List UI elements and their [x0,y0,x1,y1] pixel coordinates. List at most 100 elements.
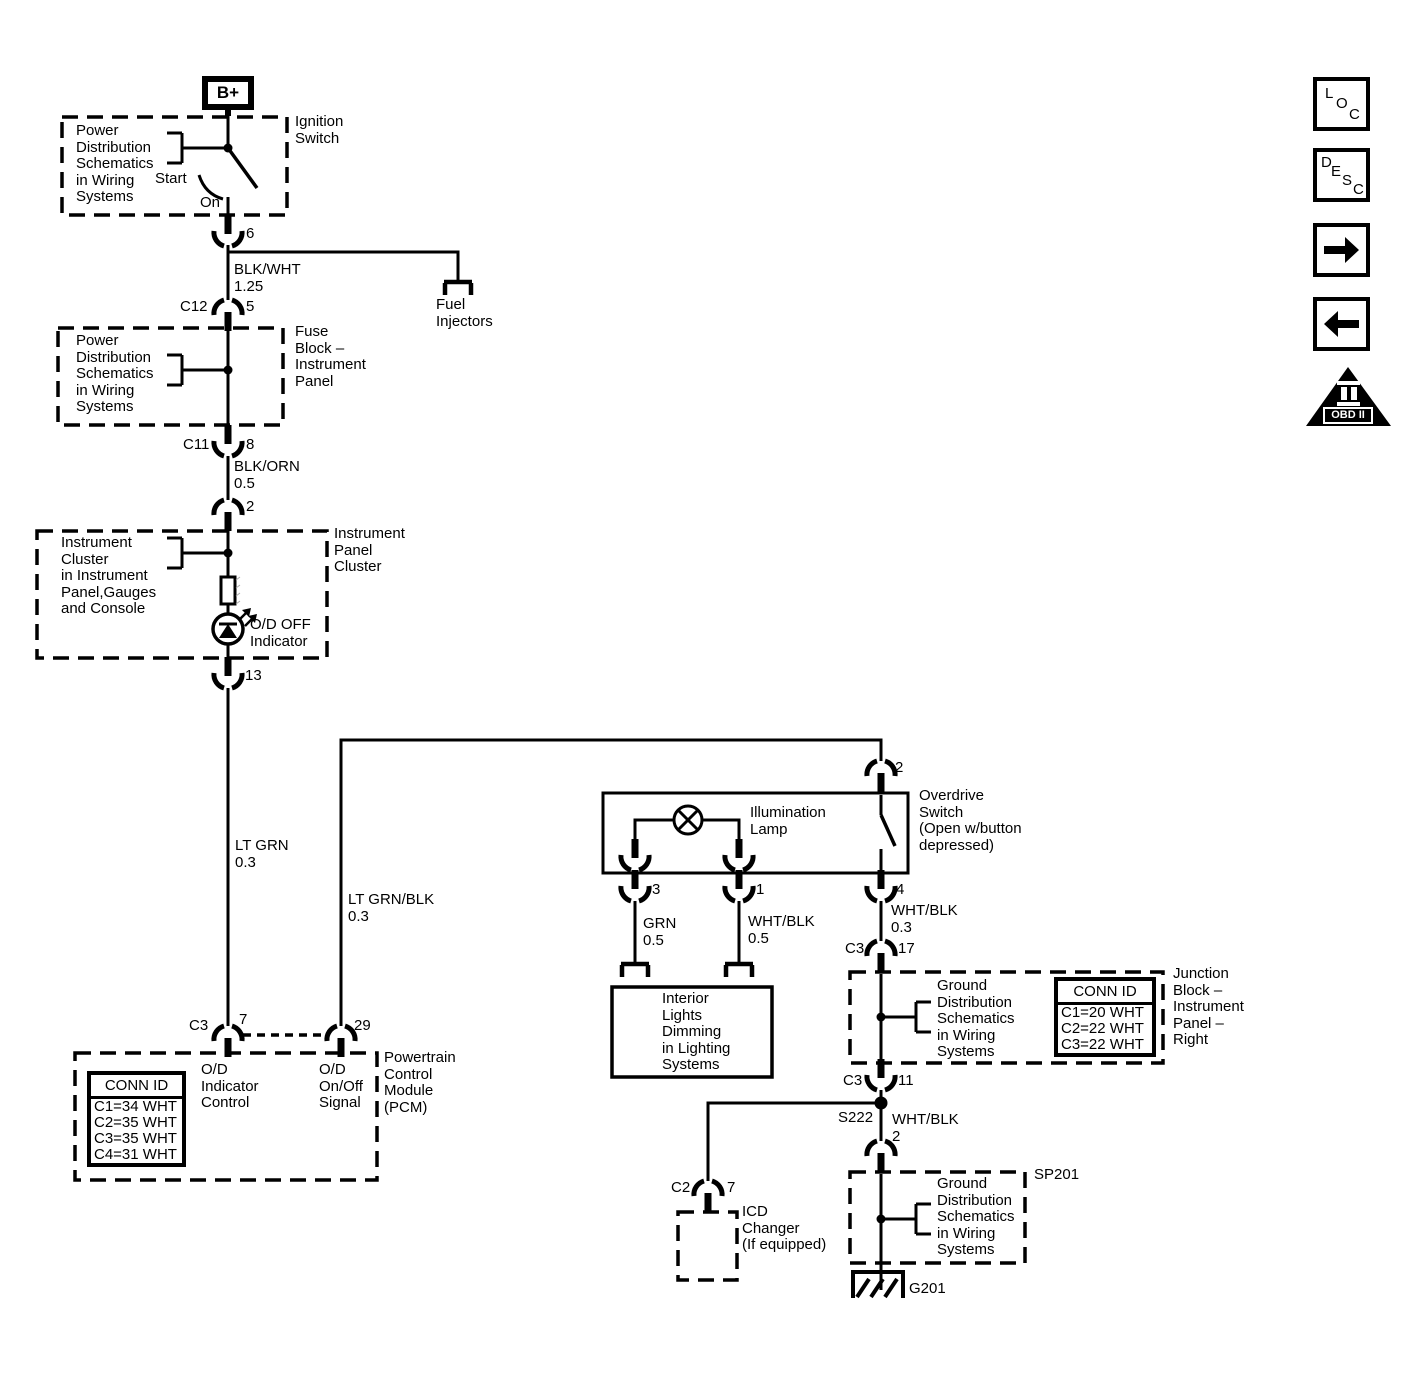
junction-dot-ignition [223,143,233,153]
g201-label: G201 [909,1280,946,1297]
interior-lights-label: Interior Lights Dimming in Lighting Syst… [662,990,731,1073]
jb-conn-id-row: C1=20 WHT [1061,1004,1144,1021]
obd2-icon [1306,367,1391,426]
prev-arrow-button[interactable] [1313,297,1370,351]
jb-conn-id-row: C3=22 WHT [1061,1036,1144,1053]
connector-od-pin4 [867,870,895,901]
pcm-conn-id-row: C1=34 WHT [94,1098,177,1115]
od-indicator-control-label: O/D Indicator Control [201,1061,259,1111]
pcm-pin7-label: 7 [239,1011,248,1028]
interior-lights-box [610,985,774,1079]
connector-od-pin2 [867,761,895,792]
od-switch-blade [879,814,897,847]
jb-conn-id-table: CONN ID C1=20 WHT C2=22 WHT C3=22 WHT [1054,977,1156,1057]
pcm-conn-id-table: CONN ID C1=34 WHT C2=35 WHT C3=35 WHT C4… [87,1071,186,1167]
ignition-ref-bracket [165,131,230,165]
ignition-on-label: On [200,194,221,211]
connector-sp201-pin2 [867,1141,895,1172]
cluster-ref-bracket [165,536,230,570]
pcm-c3-label: C3 [189,1017,209,1034]
jb-pin17-label: 17 [898,940,915,957]
battery-bplus-box: B+ [202,76,254,110]
sp201-ground-ref-label: Ground Distribution Schematics in Wiring… [937,1175,1015,1258]
cluster-pin2-label: 2 [246,498,255,515]
lamp-wire-right [702,818,741,841]
desc-letter: D [1321,154,1332,171]
battery-label: B+ [216,83,240,102]
ignition-switch-box [60,115,289,217]
sp201-box [848,1170,1027,1265]
pcm-conn-id-row: C3=35 WHT [94,1130,177,1147]
illumination-lamp-label: Illumination Lamp [750,804,826,838]
cluster-ref-label: Instrument Cluster in Instrument Panel,G… [61,534,157,617]
wire-grn-gauge: 0.5 [643,932,664,949]
connector-od-pin1 [725,870,753,901]
junction-block-box [848,970,1165,1065]
pin6-label: 6 [246,225,255,242]
wire-wht-blk-2-color: WHT/BLK [892,1111,959,1128]
wire-lt-grn-blk-gauge: 0.3 [348,908,369,925]
sp201-ref-bracket [879,1202,933,1236]
connector-c11-pin8 [214,425,242,456]
wire-blk-orn-gauge: 0.5 [234,475,255,492]
lamp-terminal-left [621,839,649,870]
wire-lt-grn-gauge: 0.3 [235,854,256,871]
right-arrow-icon [1324,237,1359,263]
wire-grn-color: GRN [643,915,677,932]
icd-changer-box [676,1210,739,1282]
pcm-pin29-label: 29 [354,1017,371,1034]
ignition-start-label: Start [155,170,187,187]
wire-blk-wht-color: BLK/WHT [234,261,301,278]
connector-cluster-pin2 [214,500,242,531]
instrument-panel-cluster-label: Instrument Panel Cluster [334,525,405,575]
pin8-label: 8 [246,436,255,453]
junction-ref-bracket [879,1000,933,1034]
loc-letter: O [1336,95,1348,112]
junction-block-label: Junction Block – Instrument Panel – Righ… [1173,965,1244,1048]
ignition-switch-label: Ignition Switch [295,113,344,147]
wire-s222-to-icd [706,1101,881,1181]
left-arrow-icon [1324,311,1359,337]
junction-dot-fuse [223,365,233,375]
od-off-indicator-label: O/D OFF Indicator [250,616,311,650]
wire-blk-orn-color: BLK/ORN [234,458,300,475]
od-pin4-label: 4 [896,881,905,898]
pcm-label: Powertrain Control Module (PCM) [384,1049,456,1116]
fuel-injectors-label: Fuel Injectors [436,296,493,330]
lamp-wire-left [633,818,674,841]
desc-button[interactable]: D E S C [1313,148,1370,202]
connector-icd-c2-pin7 [694,1181,722,1212]
instrument-cluster-box [35,529,329,660]
wire-lt-grn-blk-color: LT GRN/BLK [348,891,435,908]
jb-conn-id-title: CONN ID [1058,981,1152,1005]
ignition-ref-label: Power Distribution Schematics in Wiring … [76,122,154,205]
jb-conn-id-row: C2=22 WHT [1061,1020,1144,1037]
wire-wht-blk-03-gauge: 0.3 [891,919,912,936]
loc-button[interactable]: L O C [1313,77,1370,131]
desc-letter: S [1342,172,1353,189]
illumination-lamp-symbol [672,804,704,836]
jb-c3b-label: C3 [843,1072,863,1089]
od-off-indicator-led [211,608,257,646]
fuel-injectors-terminal [444,282,472,295]
obd2-badge-label: OBD II [1331,409,1365,421]
sp201-label: SP201 [1034,1166,1080,1183]
interior-lights-terminal-right [725,964,753,977]
pcm-conn-id-row: C4=31 WHT [94,1146,177,1163]
od-pin3-label: 3 [652,881,661,898]
desc-letter: E [1331,163,1342,180]
pcm-conn-id-row: C2=35 WHT [94,1114,177,1131]
fuse-block-box [56,326,285,427]
wires [197,110,897,1290]
led-light-arrows [238,608,257,627]
ground-g201-symbol [851,1270,905,1299]
wire-blk-wht-gauge: 1.25 [234,278,264,295]
junction-dot-cluster [223,548,233,558]
jb-c3-label: C3 [845,940,865,957]
connector-jb-c3-pin17 [867,941,895,972]
c11-label: C11 [183,436,210,453]
next-arrow-button[interactable] [1313,223,1370,277]
wire-wht-blk-03-color: WHT/BLK [891,902,958,919]
pin5-label: 5 [246,298,255,315]
